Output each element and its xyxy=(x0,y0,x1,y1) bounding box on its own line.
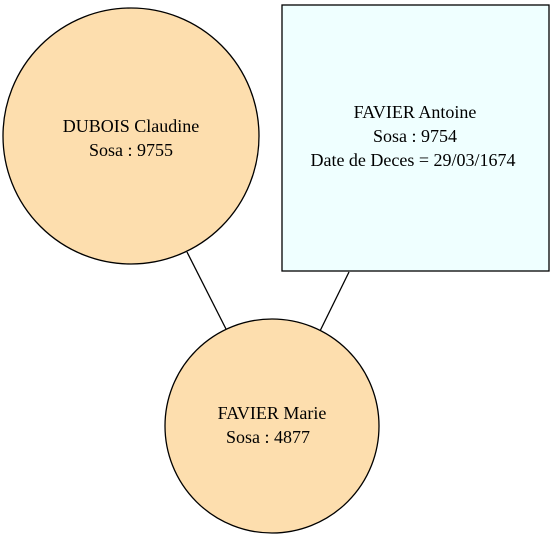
node-shape-box xyxy=(281,4,550,272)
node-name: FAVIER Antoine xyxy=(354,102,477,122)
node-favier-antoine: FAVIER Antoine Sosa : 9754 Date de Deces… xyxy=(281,4,550,272)
node-sosa: Sosa : 9754 xyxy=(373,126,457,146)
node-dubois-claudine: DUBOIS Claudine Sosa : 9755 xyxy=(2,7,260,265)
node-sosa: Sosa : 9755 xyxy=(89,140,173,160)
edge-father-child xyxy=(319,271,350,332)
node-death-date: Date de Deces = 29/03/1674 xyxy=(310,150,515,170)
node-shape-circle xyxy=(2,7,260,265)
node-shape-circle xyxy=(164,318,380,534)
node-favier-marie: FAVIER Marie Sosa : 4877 xyxy=(164,318,380,534)
node-name: DUBOIS Claudine xyxy=(63,116,200,136)
node-name: FAVIER Marie xyxy=(218,403,327,423)
edge-mother-child xyxy=(186,251,227,330)
node-sosa: Sosa : 4877 xyxy=(226,427,310,447)
